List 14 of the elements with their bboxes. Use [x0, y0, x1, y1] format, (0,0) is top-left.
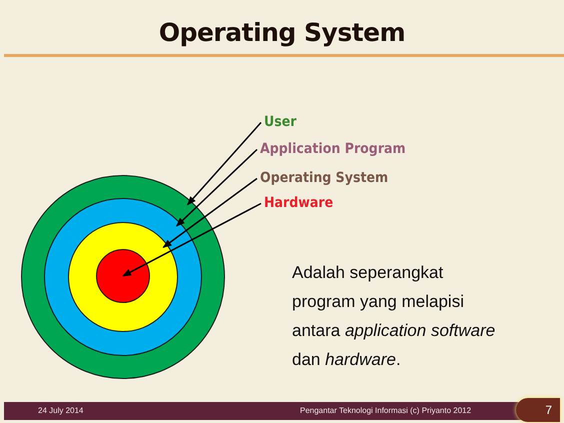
slide-title: Operating System [158, 18, 406, 47]
layer-label: Hardware [264, 195, 334, 212]
arrow [176, 148, 258, 227]
footer-credit: Pengantar Teknologi Informasi (c) Priyanto 2012 [300, 405, 472, 417]
arrow [122, 202, 262, 277]
ring-circle [96, 249, 150, 303]
footer-date: 24 July 2014 [38, 405, 84, 417]
page-number: 7 [516, 398, 560, 422]
arrow [187, 122, 262, 206]
description-text: Adalah seperangkat program yang melapisi antara application software dan hardware. [292, 262, 496, 371]
layer-label: User [264, 114, 296, 131]
arrow [162, 178, 258, 248]
layer-label: Application Program [260, 141, 406, 158]
layer-label: Operating System [260, 170, 388, 187]
